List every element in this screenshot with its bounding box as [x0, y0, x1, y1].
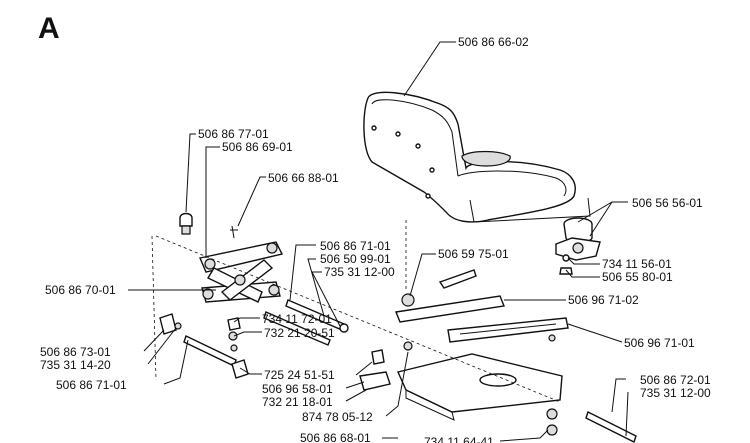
linkage-assembly — [179, 212, 284, 303]
label-506-96-71-01: 506 96 71-01 — [624, 336, 695, 350]
section-letter: A — [38, 12, 60, 45]
seat-shell — [363, 91, 591, 290]
label-506-66-88-01: 506 66 88-01 — [268, 171, 339, 185]
hardware — [159, 293, 558, 436]
frame-guide-line — [151, 235, 561, 403]
base-plate — [397, 353, 563, 421]
label-506-96-58-01: 506 96 58-01 — [262, 382, 333, 396]
label-506-50-99-01: 506 50 99-01 — [320, 252, 391, 266]
label-506-86-69-01: 506 86 69-01 — [222, 140, 293, 154]
label-506-86-70-01: 506 86 70-01 — [45, 283, 116, 297]
part-labels: 506 86 66-02 506 86 77-01 506 86 69-01 5… — [40, 35, 711, 443]
label-506-55-80-01: 506 55 80-01 — [602, 270, 673, 284]
label-734-11-64-41: 734 11 64-41 — [424, 435, 494, 443]
leader-lines — [128, 41, 629, 442]
label-732-21-20-51: 732 21 20-51 — [264, 326, 335, 340]
label-506-86-72-01: 506 86 72-01 — [640, 373, 711, 387]
seat-mount — [555, 217, 601, 275]
label-506-86-71-01-a: 506 86 71-01 — [320, 239, 391, 253]
rods — [183, 299, 637, 443]
label-734-11-72-01: 734 11 72-01 — [262, 312, 332, 326]
label-874-78-05-12: 874 78 05-12 — [302, 410, 373, 424]
label-725-24-51-51: 725 24 51-51 — [264, 368, 335, 382]
label-506-86-77-01: 506 86 77-01 — [198, 127, 269, 141]
label-506-56-56-01: 506 56 56-01 — [632, 196, 703, 210]
label-735-31-12-00-b: 735 31 12-00 — [640, 386, 711, 400]
label-506-59-75-01: 506 59 75-01 — [438, 247, 509, 261]
label-734-11-56-01: 734 11 56-01 — [602, 257, 672, 271]
label-506-86-71-01-b: 506 86 71-01 — [56, 378, 127, 392]
slide-rails — [395, 269, 569, 343]
label-506-86-68-01: 506 86 68-01 — [300, 431, 371, 443]
label-732-21-18-01: 732 21 18-01 — [262, 395, 333, 409]
label-506-86-73-01: 506 86 73-01 — [40, 345, 111, 359]
label-seat: 506 86 66-02 — [458, 35, 529, 49]
label-506-96-71-02: 506 96 71-02 — [568, 293, 639, 307]
label-735-31-12-00-a: 735 31 12-00 — [324, 265, 395, 279]
label-735-31-14-20: 735 31 14-20 — [40, 358, 111, 372]
